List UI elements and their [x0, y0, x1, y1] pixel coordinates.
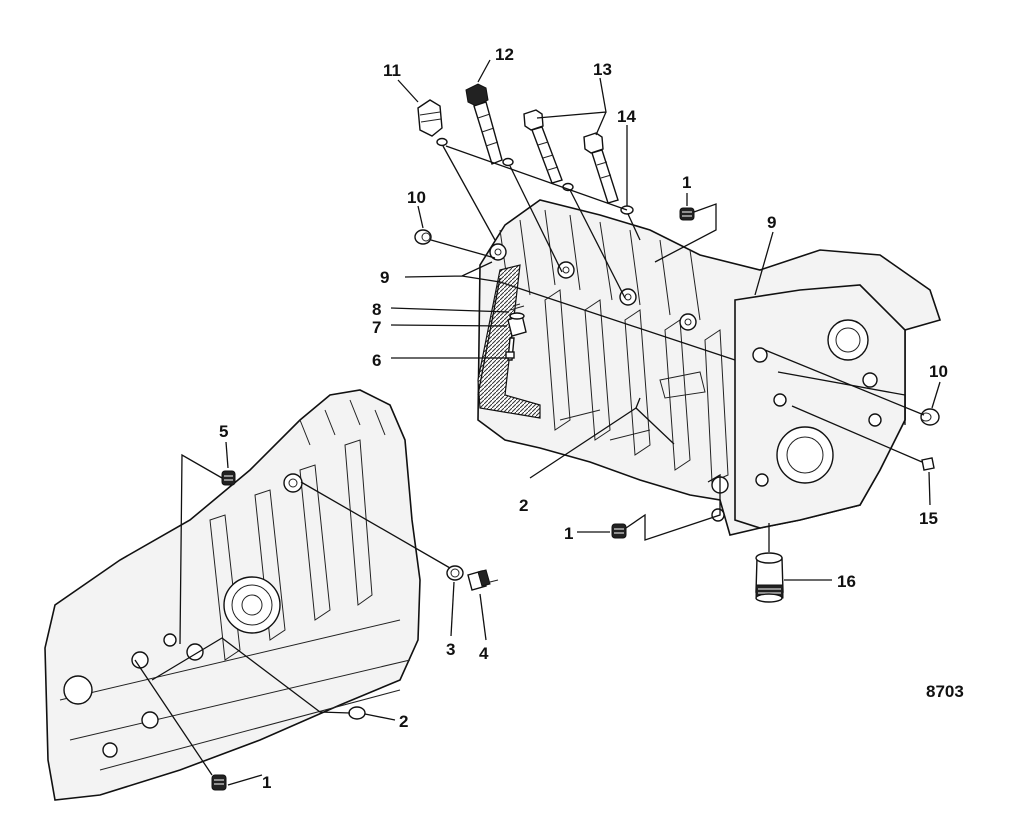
engine-block-left [44, 389, 421, 801]
part-4-sensor [467, 569, 499, 591]
part-11-fitting [417, 99, 448, 147]
part-2-o-ring-lower [348, 706, 366, 720]
part-5-plug [221, 470, 236, 486]
callout-5: 5 [219, 422, 228, 441]
callout-2-upper: 2 [519, 496, 528, 515]
callout-1-mid: 1 [564, 524, 573, 543]
callout-labels: 11 12 13 14 1 10 9 9 8 7 6 10 15 16 2 1 … [219, 45, 948, 792]
part-13-bolts [523, 109, 619, 204]
callout-1-bottom: 1 [262, 773, 271, 792]
callout-8: 8 [372, 300, 381, 319]
callout-12: 12 [495, 45, 514, 64]
callout-1-top: 1 [682, 173, 691, 192]
part-6-7-8-sensor [505, 303, 527, 361]
part-1-plug-bottom [211, 774, 227, 791]
callout-2-lower: 2 [399, 712, 408, 731]
callout-10-right: 10 [929, 362, 948, 381]
callout-14: 14 [617, 107, 636, 126]
part-16-oil-filter [755, 552, 784, 603]
figure-number: 8703 [926, 682, 964, 701]
callout-9-left: 9 [380, 268, 389, 287]
callout-15: 15 [919, 509, 938, 528]
part-1-plug-top [679, 207, 695, 221]
part-10-plug-left [414, 229, 432, 245]
callout-9-right: 9 [767, 213, 776, 232]
engine-block-right [477, 199, 942, 536]
callout-4: 4 [479, 644, 489, 663]
callout-13: 13 [593, 60, 612, 79]
part-15-dowel [921, 457, 935, 471]
leader-lines [134, 59, 941, 786]
callout-11: 11 [383, 61, 401, 80]
callout-16: 16 [837, 572, 856, 591]
callout-7: 7 [372, 318, 381, 337]
part-10-plug-right [920, 408, 940, 426]
part-3-adapter [446, 565, 464, 581]
callout-10-left: 10 [407, 188, 426, 207]
callout-6: 6 [372, 351, 381, 370]
part-1-plug-mid [611, 523, 627, 539]
callout-3: 3 [446, 640, 455, 659]
part-12-sender [465, 83, 514, 167]
